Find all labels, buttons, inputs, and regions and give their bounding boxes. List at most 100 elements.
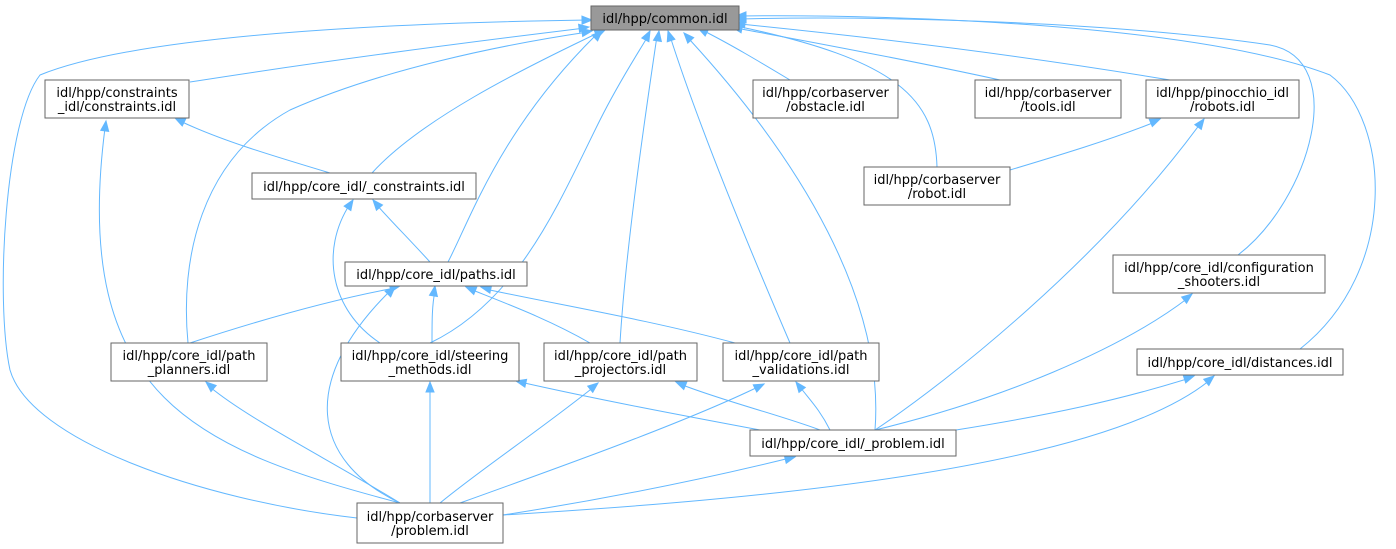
arrowhead-icon: [752, 383, 766, 393]
arrowhead-icon: [464, 286, 478, 296]
node-label: _shooters.idl: [1177, 275, 1260, 290]
node-label: idl/hpp/pinocchio_idl: [1156, 86, 1289, 101]
arrowhead-icon: [1202, 375, 1216, 387]
arrowhead-icon: [372, 198, 384, 212]
edge-line: [439, 385, 596, 504]
node-robot[interactable]: idl/hpp/corbaserver/robot.idl: [863, 166, 1011, 206]
edge-core-problem-to-distances: [955, 374, 1196, 431]
edge-line: [739, 17, 1315, 256]
node-box: [749, 429, 957, 457]
node-label: idl/hpp/core_idl/configuration: [1124, 261, 1314, 276]
arrowhead-icon: [674, 381, 688, 391]
node-common[interactable]: idl/hpp/common.idl: [590, 5, 740, 31]
node-label: idl/hpp/common.idl: [602, 12, 727, 27]
edge-path-projectors-to-paths: [464, 286, 591, 344]
node-label: /robot.idl: [908, 187, 966, 202]
node-label: idl/hpp/corbaserver: [762, 86, 889, 101]
node-path-projectors[interactable]: idl/hpp/core_idl/path_projectors.idl: [543, 342, 698, 382]
edge-line: [799, 386, 831, 431]
arrowhead-icon: [580, 27, 594, 38]
node-box: [1136, 348, 1344, 376]
node-obstacle[interactable]: idl/hpp/corbaserver/obstacle.idl: [752, 79, 899, 119]
node-path-validations[interactable]: idl/hpp/core_idl/path_validations.idl: [722, 342, 880, 382]
edge-line: [484, 288, 736, 344]
arrowhead-icon: [591, 30, 603, 42]
node-box: [1112, 254, 1326, 294]
edge-robot-to-robots: [1009, 118, 1162, 171]
node-label: idl/hpp/corbaserver: [874, 173, 1001, 188]
arrowhead-icon: [1180, 293, 1194, 305]
node-tools[interactable]: idl/hpp/corbaserver/tools.idl: [974, 79, 1122, 119]
node-box: [340, 342, 520, 382]
arrowhead-icon: [173, 117, 187, 127]
graph-nodes: idl/hpp/common.idl idl/hpp/constraints_id…: [44, 5, 1344, 544]
edge-problem-to-constraints: [98, 119, 401, 504]
node-paths[interactable]: idl/hpp/core_idl/paths.idl: [344, 261, 528, 287]
node-path-planners[interactable]: idl/hpp/core_idl/path_planners.idl: [110, 342, 268, 382]
arrowhead-icon: [734, 11, 747, 21]
edge-core-problem-to-path-validations: [795, 380, 831, 431]
node-label: _idl/constraints.idl: [57, 100, 176, 115]
node-box: [251, 172, 477, 200]
edge-path-validations-to-common: [666, 29, 791, 344]
node-constraints[interactable]: idl/hpp/constraints_idl/constraints.idl: [44, 79, 190, 119]
node-steering[interactable]: idl/hpp/core_idl/steering_methods.idl: [340, 342, 520, 382]
arrowhead-icon: [640, 29, 651, 43]
node-label: _planners.idl: [147, 363, 231, 378]
edge-path-validations-to-paths: [479, 284, 736, 344]
edge-line: [185, 31, 589, 344]
edge-core-constraints-to-common: [371, 29, 607, 174]
edge-config-shooters-to-common: [734, 14, 1315, 256]
arrowhead-icon: [343, 198, 354, 212]
node-box: [974, 79, 1122, 119]
edge-line: [669, 35, 791, 344]
node-config-shooters[interactable]: idl/hpp/core_idl/configuration_shooters.…: [1112, 254, 1326, 294]
edge-problem-to-steering: [425, 380, 435, 503]
node-core-problem[interactable]: idl/hpp/core_idl/_problem.idl: [749, 429, 957, 457]
edge-line: [502, 457, 791, 516]
edge-line: [447, 35, 596, 263]
node-label: /robots.idl: [1190, 100, 1255, 115]
node-label: idl/hpp/core_idl/path: [122, 349, 255, 364]
node-label: idl/hpp/corbaserver: [985, 86, 1112, 101]
node-box: [590, 5, 740, 31]
edge-problem-to-core-problem: [502, 454, 797, 516]
node-problem[interactable]: idl/hpp/corbaserver/problem.idl: [356, 502, 504, 544]
edge-line: [701, 29, 791, 81]
edge-line: [375, 203, 431, 263]
edge-line: [332, 203, 381, 344]
node-box: [110, 342, 268, 382]
arrowhead-icon: [384, 286, 396, 298]
edge-line: [679, 383, 821, 431]
edge-paths-to-common: [447, 30, 603, 263]
edge-line: [209, 386, 401, 504]
arrowhead-icon: [425, 380, 435, 393]
edge-line: [874, 297, 1189, 431]
edge-line: [189, 287, 396, 344]
edge-problem-to-common: [2, 15, 594, 519]
node-box: [722, 342, 880, 382]
node-label: /obstacle.idl: [786, 100, 865, 115]
edge-problem-to-paths: [327, 286, 401, 504]
edge-line: [327, 290, 401, 504]
arrowhead-icon: [581, 15, 594, 25]
node-label: _methods.idl: [387, 363, 471, 378]
edge-path-projectors-to-common: [619, 29, 663, 344]
edge-core-constraints-to-constraints: [173, 117, 331, 174]
arrowhead-icon: [428, 284, 439, 298]
edge-core-problem-to-path-projectors: [674, 381, 821, 431]
edge-steering-to-core-constraints: [332, 198, 381, 344]
node-robots[interactable]: idl/hpp/pinocchio_idl/robots.idl: [1145, 79, 1300, 119]
edge-steering-to-paths: [428, 284, 439, 344]
arrowhead-icon: [783, 454, 797, 465]
node-distances[interactable]: idl/hpp/core_idl/distances.idl: [1136, 348, 1344, 376]
edge-core-problem-to-steering: [514, 378, 761, 431]
edge-robots-to-common: [733, 19, 1171, 81]
edge-line: [459, 385, 761, 504]
node-core-constraints[interactable]: idl/hpp/core_idl/_constraints.idl: [251, 172, 477, 200]
arrowhead-icon: [795, 380, 807, 394]
arrowhead-icon: [1193, 117, 1205, 131]
node-label: idl/hpp/core_idl/path: [734, 349, 867, 364]
node-label: idl/hpp/constraints: [56, 86, 177, 101]
